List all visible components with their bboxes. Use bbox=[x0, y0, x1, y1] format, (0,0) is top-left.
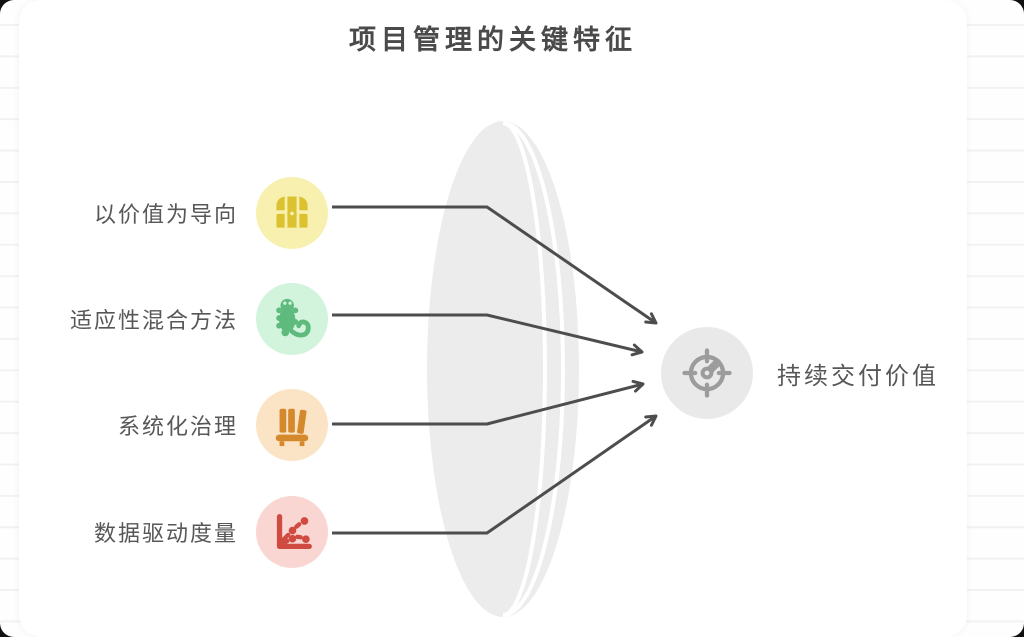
feature-label: 数据驱动度量 bbox=[93, 521, 238, 546]
feature-row-governance: 系统化治理 bbox=[40, 389, 328, 461]
feature-row-adaptive-hybrid: 适应性混合方法 bbox=[40, 283, 328, 355]
treasure-chest-icon bbox=[256, 177, 328, 249]
feature-row-value-oriented: 以价值为导向 bbox=[40, 177, 328, 249]
feature-row-data-driven: 数据驱动度量 bbox=[40, 496, 328, 568]
bookshelf-icon bbox=[256, 389, 328, 461]
outcome-label: 持续交付价值 bbox=[777, 363, 939, 390]
chart-icon bbox=[256, 496, 328, 568]
page-title: 项目管理的关键特征 bbox=[349, 25, 637, 55]
feature-label: 适应性混合方法 bbox=[69, 308, 238, 333]
outcome-group: 持续交付价值 bbox=[661, 327, 939, 419]
gauge-icon bbox=[661, 327, 753, 419]
feature-label: 以价值为导向 bbox=[93, 202, 238, 227]
feature-label: 系统化治理 bbox=[117, 414, 238, 439]
lizard-icon bbox=[256, 283, 328, 355]
